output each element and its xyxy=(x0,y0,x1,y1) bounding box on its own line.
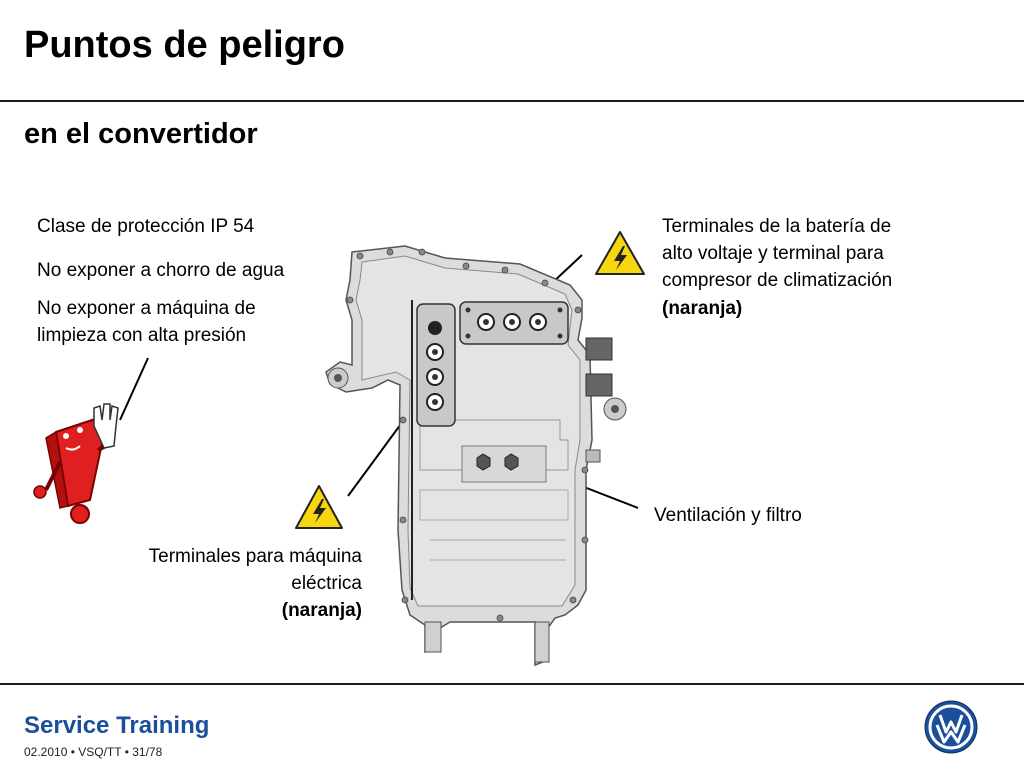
motor-terminals-line1: Terminales para máquina xyxy=(148,546,362,567)
battery-terminals-line3: compresor de climatización xyxy=(662,270,893,291)
page-title: Puntos de peligro xyxy=(24,24,345,66)
high-voltage-warning-icon xyxy=(595,231,645,275)
battery-terminal-block xyxy=(459,301,569,345)
note-pressure-washer-1: No exponer a máquina de xyxy=(37,298,256,319)
page-subtitle: en el convertidor xyxy=(24,118,258,150)
exclamation-mascot-icon xyxy=(33,403,119,524)
leader-line-notes xyxy=(119,357,149,421)
motor-terminals-color: (naranja) xyxy=(281,600,362,621)
title-divider xyxy=(0,100,1024,102)
footer-divider xyxy=(0,683,1024,685)
motor-terminals-line2: eléctrica xyxy=(291,573,362,594)
high-voltage-warning-icon xyxy=(295,485,343,529)
battery-terminals-color: (naranja) xyxy=(662,298,743,319)
ventilation-filter xyxy=(461,445,547,483)
footer-meta: 02.2010 • VSQ/TT • 31/78 xyxy=(24,745,163,759)
battery-terminals-line2: alto voltaje y terminal para xyxy=(662,243,884,264)
note-protection-class: Clase de protección IP 54 xyxy=(37,216,255,237)
ventilation-label: Ventilación y filtro xyxy=(654,505,802,526)
footer-brand: Service Training xyxy=(24,712,210,739)
note-pressure-washer-2: limpieza con alta presión xyxy=(37,325,247,346)
battery-terminals-line1: Terminales de la batería de xyxy=(662,216,892,237)
motor-terminal-block xyxy=(416,303,456,427)
vw-logo-icon xyxy=(924,700,978,754)
note-water-jet: No exponer a chorro de agua xyxy=(37,260,285,281)
